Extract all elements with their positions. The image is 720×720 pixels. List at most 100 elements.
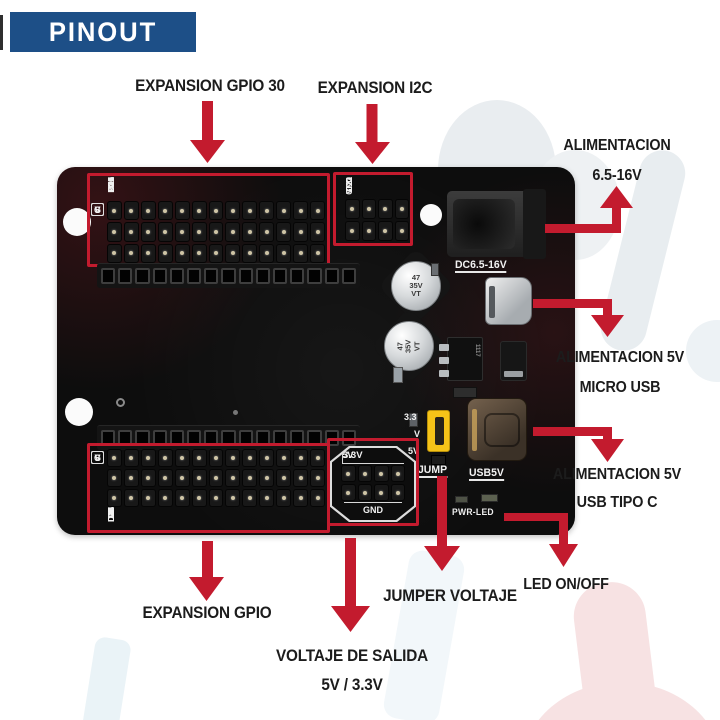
header-pin <box>225 222 241 242</box>
page-title-text: PINOUT <box>48 16 158 47</box>
header-pin <box>361 221 376 241</box>
header-pin <box>174 201 190 221</box>
row-label: S <box>91 451 104 464</box>
header-pin <box>123 201 139 221</box>
socket-hole <box>324 268 339 284</box>
capacitor-marking: 47 35V VT <box>409 272 423 299</box>
regulator-marking: 1117 <box>474 344 480 357</box>
power-out-gnd-label: GND <box>344 502 402 517</box>
socket-hole <box>118 268 133 284</box>
header-pin <box>191 489 207 507</box>
header-pin <box>225 489 241 507</box>
socket-hole <box>204 268 219 284</box>
power-led <box>481 494 498 502</box>
header-pin <box>345 221 360 241</box>
label-expansion-gpio30: EXPANSION GPIO 30 <box>135 76 285 95</box>
arrowhead-usb-c <box>591 439 624 462</box>
socket-hole <box>221 268 236 284</box>
header-pin <box>225 449 241 467</box>
socket-hole <box>187 268 202 284</box>
header-pin <box>390 465 405 482</box>
socket-hole <box>135 268 150 284</box>
header-pin <box>208 489 224 507</box>
usb-c-cavity <box>484 413 520 447</box>
header-pin <box>140 201 156 221</box>
arrowhead-expansion-gpio <box>189 577 224 601</box>
header-pin <box>357 484 372 501</box>
header-pin <box>107 222 122 242</box>
header-pin <box>107 243 122 263</box>
header-pin <box>225 469 241 487</box>
arrow-dc-power <box>612 204 621 233</box>
header-pin <box>259 222 275 242</box>
usb-c-pads <box>472 409 477 451</box>
arrow-led <box>504 513 566 521</box>
header-pin <box>310 201 325 221</box>
header-pin <box>242 222 258 242</box>
header-pin <box>157 449 173 467</box>
gpio-bottom-header-pins <box>107 449 325 507</box>
header-pin <box>394 199 409 219</box>
label-expansion-i2c: EXPANSION I2C <box>317 78 433 97</box>
header-pin <box>157 469 173 487</box>
arrow-micro-usb <box>533 299 608 308</box>
header-pin <box>107 201 122 221</box>
pwr-led-silkscreen: PWR-LED <box>452 507 494 517</box>
arrowhead-expansion-gpio30 <box>190 140 225 163</box>
header-pin <box>208 222 224 242</box>
header-pin <box>174 469 190 487</box>
diode-component <box>500 341 527 381</box>
header-pin <box>140 222 156 242</box>
jumper-slot <box>435 417 444 445</box>
header-pin <box>191 201 207 221</box>
header-pin <box>157 243 173 263</box>
regulator-pin <box>439 344 449 351</box>
jumper-option-v: V <box>414 429 421 439</box>
header-pin <box>293 469 309 487</box>
header-pin <box>310 449 325 467</box>
header-pin <box>259 489 275 507</box>
gpio-top-header-pins <box>107 201 325 263</box>
socket-hole <box>273 268 288 284</box>
label-led-on-off: LED ON/OFF <box>523 576 609 593</box>
header-pin <box>361 199 376 219</box>
header-pin <box>293 449 309 467</box>
header-pin <box>191 469 207 487</box>
smd-component <box>431 263 439 276</box>
header-pin <box>310 489 325 507</box>
header-pin <box>107 449 122 467</box>
arrow-expansion-gpio30 <box>202 101 213 142</box>
header-pin <box>341 465 356 482</box>
socket-hole <box>307 268 322 284</box>
label-jumper-voltaje: JUMPER VOLTAJE <box>383 586 517 605</box>
mounting-hole <box>420 204 442 226</box>
usb5v-silkscreen: USB5V <box>469 467 504 481</box>
header-pin <box>310 469 325 487</box>
header-pin <box>259 449 275 467</box>
power-led <box>455 496 468 503</box>
header-pin <box>276 243 292 263</box>
header-pin <box>378 221 393 241</box>
header-pin <box>242 243 258 263</box>
power-out-pins <box>341 465 405 501</box>
header-pin <box>276 469 292 487</box>
header-pin <box>259 243 275 263</box>
header-pin <box>310 243 325 263</box>
arrow-voltage-out <box>345 538 356 608</box>
header-pin <box>394 221 409 241</box>
arrowhead-micro-usb <box>591 315 624 337</box>
socket-hole <box>238 268 253 284</box>
left-edge-mark <box>0 15 3 50</box>
header-pin <box>157 222 173 242</box>
socket-hole <box>290 268 305 284</box>
row-label: G <box>91 203 104 216</box>
smd-component <box>393 367 403 383</box>
header-pin <box>259 469 275 487</box>
regulator-pin <box>439 357 449 364</box>
silkscreen-dot <box>116 398 125 407</box>
arrow-usb-c <box>603 427 612 441</box>
arrow-led <box>559 513 568 546</box>
arrowhead-led <box>549 544 578 567</box>
label-alimentacion-usb-c: ALIMENTACION 5V USB TIPO C <box>552 466 682 511</box>
